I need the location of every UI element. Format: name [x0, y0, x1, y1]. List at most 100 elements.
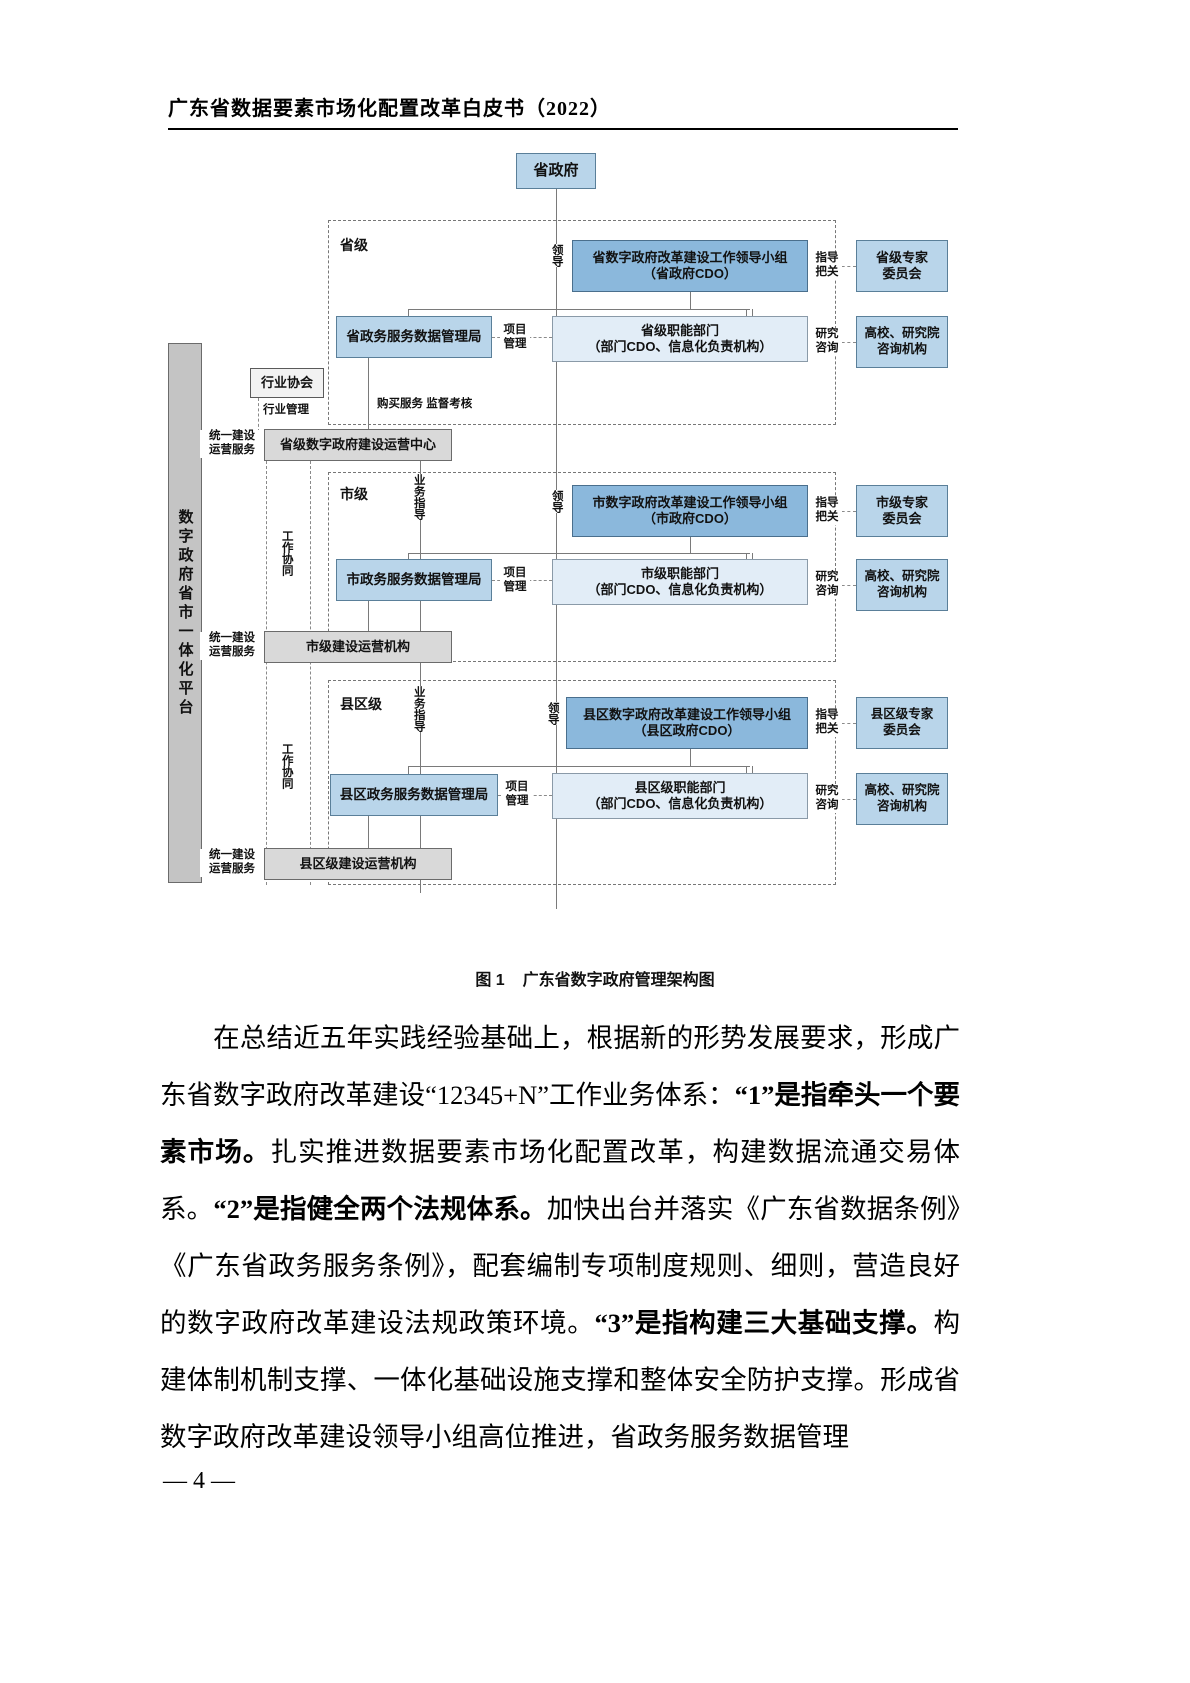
node-city-operation-org: 市级建设运营机构: [264, 631, 452, 663]
node-provincial-government-label: 省政府: [533, 161, 579, 179]
page-number: — 4 —: [163, 1468, 235, 1494]
edge-label-unified-build-province: 统一建设 运营服务: [200, 430, 264, 458]
node-county-leading-group-line2: （县区政府CDO）: [633, 723, 741, 738]
node-province-expert-committee-line2: 委员会: [882, 266, 922, 281]
node-county-research-org-line2: 咨询机构: [876, 799, 927, 813]
connector-city-busbar: [408, 553, 750, 555]
node-county-research-org: 高校、研究院 咨询机构: [856, 773, 948, 825]
edge-industry-management-line: [258, 398, 259, 432]
node-city-research-org-line1: 高校、研究院: [864, 569, 940, 584]
node-city-functional-dept: 市级职能部门 （部门CDO、信息化负责机构）: [552, 559, 808, 605]
edge-county-research: [836, 799, 856, 800]
platform-vertical-bar-label: 数字政府省市一体化平台: [176, 508, 194, 718]
body-paragraph: 在总结近五年实践经验基础上，根据新的形势发展要求，形成广东省数字政府改革建设“1…: [160, 1010, 960, 1466]
node-county-functional-dept: 县区级职能部门 （部门CDO、信息化负责机构）: [552, 773, 808, 819]
edge-label-county-research: 研究 咨询: [812, 785, 842, 813]
node-county-operation-org-label: 县区级建设运营机构: [299, 855, 417, 871]
edge-label-city-research: 研究 咨询: [812, 571, 842, 599]
body-text-bold-2: “2”是指健全两个法规体系。: [213, 1194, 547, 1224]
edge-label-industry-management: 行业管理: [262, 404, 310, 418]
node-province-research-org: 高校、研究院 咨询机构: [856, 316, 948, 368]
running-header-title: 广东省数据要素市场化配置改革白皮书（2022）: [168, 98, 611, 120]
level-label-province: 省级: [340, 237, 368, 253]
figure-caption-number: 图 1: [475, 972, 505, 989]
business-guidance-line: [420, 461, 422, 893]
edge-county-guide: [836, 723, 856, 724]
node-county-operation-org: 县区级建设运营机构: [264, 848, 452, 880]
edge-label-work-coordination-county: 工作协同: [278, 743, 294, 789]
node-province-research-org-line2: 咨询机构: [876, 342, 927, 356]
node-city-expert-committee: 市级专家 委员会: [856, 485, 948, 537]
edge-city-research: [836, 585, 856, 586]
edge-label-province-project-management: 项目 管理: [500, 324, 530, 352]
edge-label-county-project-management: 项目 管理: [502, 781, 532, 809]
connector-city-lg-down: [690, 537, 692, 554]
node-city-research-org-line2: 咨询机构: [876, 585, 927, 599]
level-container-province: [328, 220, 836, 425]
edge-label-purchase-supervise: 购买服务 监督考核: [376, 398, 474, 412]
edge-label-city-project-management: 项目 管理: [500, 567, 530, 595]
edge-label-business-guide-city: 业务指导: [410, 474, 426, 520]
node-provincial-government: 省政府: [516, 153, 596, 189]
platform-vertical-bar: 数字政府省市一体化平台: [168, 343, 202, 883]
node-city-research-org: 高校、研究院 咨询机构: [856, 559, 948, 611]
node-county-functional-dept-line2: （部门CDO、信息化负责机构）: [587, 796, 773, 811]
node-city-leading-group: 市数字政府改革建设工作领导小组 （市政府CDO）: [572, 485, 808, 537]
connector-county-busbar: [408, 766, 750, 768]
running-header: 广东省数据要素市场化配置改革白皮书（2022）: [168, 92, 958, 121]
node-county-expert-committee-line1: 县区级专家: [870, 707, 934, 722]
figure-caption-text: 广东省数字政府管理架构图: [522, 972, 715, 989]
node-city-operation-org-label: 市级建设运营机构: [305, 638, 410, 654]
edge-label-county-guide: 指导 把关: [812, 709, 842, 737]
edge-label-city-guide: 指导 把关: [812, 497, 842, 525]
work-coordination-line-right: [310, 461, 311, 885]
connector-county-bureau-to-op-org: [368, 816, 370, 848]
body-text-part-2: 扎实推进数据要素市场化配置改革，构建数据流通交易体系。: [160, 1137, 960, 1224]
level-label-county: 县区级: [340, 696, 382, 712]
node-province-leading-group-line1: 省数字政府改革建设工作领导小组: [592, 249, 788, 265]
edge-label-business-guide-county: 业务指导: [410, 686, 426, 732]
body-text-part-1: 在总结近五年实践经验基础上，根据新的形势发展要求，形成广东省数字政府改革建设“1…: [160, 1023, 960, 1110]
node-industry-association: 行业协会: [250, 368, 324, 398]
node-province-operation-center: 省级数字政府建设运营中心: [264, 429, 452, 461]
node-county-functional-dept-line1: 县区级职能部门: [634, 779, 726, 795]
node-county-expert-committee-line2: 委员会: [883, 723, 921, 737]
connector-province-busbar: [408, 309, 750, 311]
body-text-part-4: 构建体制机制支撑、一体化基础设施支撑和整体安全防护支撑。形成省数字政府改革建设领…: [160, 1308, 961, 1452]
node-province-research-org-line1: 高校、研究院: [864, 326, 940, 341]
edge-label-work-coordination-city: 工作协同: [278, 530, 294, 576]
level-label-city: 市级: [340, 486, 368, 502]
node-province-functional-dept: 省级职能部门 （部门CDO、信息化负责机构）: [552, 316, 808, 362]
node-province-leading-group: 省数字政府改革建设工作领导小组 （省政府CDO）: [572, 240, 808, 292]
edge-label-province-lead: 领导: [548, 244, 564, 267]
node-county-data-bureau: 县区政务服务数据管理局: [330, 774, 498, 816]
node-city-data-bureau: 市政务服务数据管理局: [336, 559, 492, 601]
node-city-functional-dept-line1: 市级职能部门: [640, 565, 719, 581]
node-province-expert-committee: 省级专家 委员会: [856, 240, 948, 292]
work-coordination-line-left: [266, 461, 267, 885]
node-province-leading-group-line2: （省政府CDO）: [643, 266, 737, 281]
body-text-bold-1: “1”是指牵头一个要素市场。: [160, 1080, 960, 1167]
node-province-data-bureau-label: 省政务服务数据管理局: [346, 328, 482, 344]
trunk-line-vertical: [556, 189, 558, 909]
node-county-leading-group: 县区数字政府改革建设工作领导小组 （县区政府CDO）: [566, 697, 808, 749]
node-province-data-bureau: 省政务服务数据管理局: [336, 316, 492, 358]
connector-province-lg-down: [690, 292, 692, 310]
edge-province-guide: [836, 266, 856, 267]
edge-label-province-research: 研究 咨询: [812, 328, 842, 356]
node-county-expert-committee: 县区级专家 委员会: [856, 697, 948, 749]
edge-label-city-lead: 领导: [548, 490, 564, 513]
node-province-expert-committee-line1: 省级专家: [875, 249, 928, 265]
node-city-expert-committee-line1: 市级专家: [875, 494, 928, 510]
edge-label-county-lead: 领导: [544, 702, 560, 725]
connector-county-lg-down: [690, 749, 692, 767]
node-province-operation-center-label: 省级数字政府建设运营中心: [279, 436, 436, 452]
node-county-research-org-line1: 高校、研究院: [864, 783, 940, 798]
node-province-functional-dept-line2: （部门CDO、信息化负责机构）: [587, 339, 773, 354]
node-city-leading-group-line2: （市政府CDO）: [643, 511, 737, 526]
node-city-leading-group-line1: 市数字政府改革建设工作领导小组: [592, 494, 788, 510]
connector-city-bureau-to-op-org: [368, 601, 370, 631]
edge-label-province-guide: 指导 把关: [812, 252, 842, 280]
level-container-city: [328, 472, 836, 662]
